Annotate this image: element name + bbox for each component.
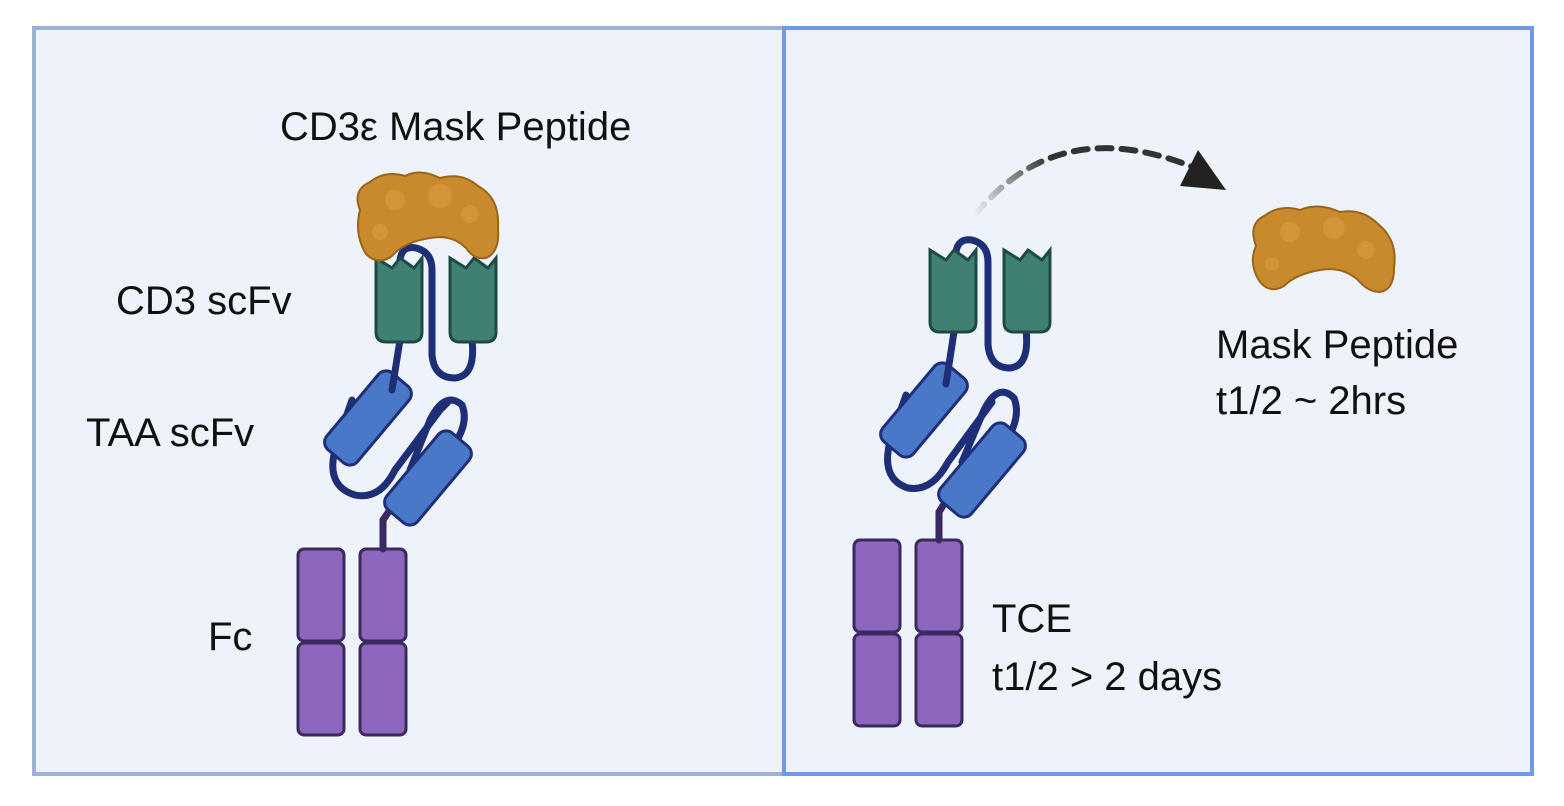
label-fc: Fc [208,615,252,659]
taa-scfv [323,369,473,527]
fc-block-bottom-left [296,641,346,737]
label-tce: TCE [992,597,1072,641]
label-cd3-scfv: CD3 scFv [116,279,292,323]
cd3-hairpin-linker [396,244,477,382]
label-cd3e-mask-peptide: CD3ε Mask Peptide [280,105,631,149]
release-arrowhead [1180,150,1226,190]
release-arrow [972,145,1203,218]
fc-block-top-right [358,547,408,643]
tce-fc-block-top-left [852,538,902,634]
cd3-domain-left [374,253,424,344]
tce-fc-block-bottom-right [914,632,964,728]
tce-taa-linker-loop [884,391,996,492]
tce-taa-linker-loop-2 [958,388,1020,466]
tce-fc-block-bottom-left [852,632,902,728]
tce-fc-domain [852,538,964,728]
fc-block-bottom-right [358,641,408,737]
tce-cd3-domain-left [928,245,978,334]
taa-domain-a [323,369,413,467]
taa-domain-b [383,429,473,527]
mask-texture [372,184,479,240]
cd3-scfv [374,244,498,394]
released-mask-texture [1265,217,1375,271]
tce-taa-domain-b [937,421,1027,519]
label-taa-scfv: TAA scFv [86,411,254,455]
tce-cd3-to-taa-linker [942,328,958,388]
tce-cd3-scfv [928,236,1052,388]
left-panel: CD3ε Mask Peptide CD3 scFv TAA scFv Fc [32,26,786,776]
taa-linker-loop-2 [406,396,468,474]
tce-cd3-domain-right [1002,245,1052,334]
fc-domain [296,547,408,737]
label-mask-peptide-half-life: t1/2 ~ 2hrs [1216,379,1406,423]
cd3-to-taa-linker [388,336,404,394]
label-mask-peptide: Mask Peptide [1216,323,1458,367]
label-tce-half-life: t1/2 > 2 days [992,655,1222,699]
tce-fc-block-top-right [914,538,964,634]
cd3-domain-right [448,253,498,344]
fc-block-top-left [296,547,346,643]
right-panel: Mask Peptide t1/2 ~ 2hrs TCE t1/2 > 2 da… [782,26,1534,776]
tce-cd3-hairpin-linker [952,236,1031,372]
